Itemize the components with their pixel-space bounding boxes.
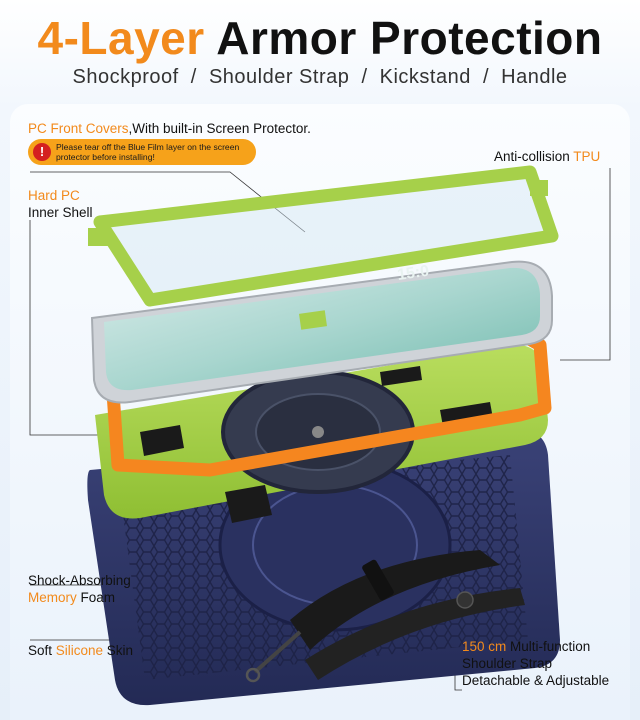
shock-line1: Shock-Absorbing (28, 573, 131, 588)
front-cover-frame (88, 165, 559, 330)
soft-rest2: Skin (103, 643, 134, 658)
strap-label: 150 cm Multi-function Shoulder Strap Det… (462, 638, 609, 689)
title-accent: 4-Layer (37, 12, 205, 64)
hard-pc-label: Hard PC Inner Shell (28, 187, 93, 221)
strap-rest: Multi-function (506, 639, 591, 654)
silicone-skin-label: Soft Silicone Skin (28, 642, 133, 659)
front-covers-accent: PC Front Covers (28, 121, 129, 136)
soft-rest1: Soft (28, 643, 56, 658)
hard-pc-accent: Hard PC (28, 188, 80, 203)
hard-pc-rest: Inner Shell (28, 205, 93, 220)
strap-line3: Detachable & Adjustable (462, 673, 610, 688)
strap-line2: Shoulder Strap (462, 656, 553, 671)
page-subtitle: Shockproof / Shoulder Strap / Kickstand … (72, 66, 568, 88)
anti-collision-accent: TPU (573, 149, 601, 164)
tablet-clock: 15:0 (396, 263, 430, 284)
shock-foam-label: Shock-Absorbing Memory Foam (28, 572, 131, 606)
exclamation-icon: ! (33, 143, 51, 161)
anti-collision-rest: Anti-collision (494, 149, 574, 164)
clock-text: 15:0 (396, 263, 430, 284)
strap-accent: 150 cm (462, 639, 507, 654)
shoulder-strap (245, 550, 525, 683)
shock-accent: Memory (28, 590, 77, 605)
soft-accent: Silicone (55, 643, 104, 658)
tablet-device: 15:0 (90, 260, 553, 404)
warning-text: Please tear off the Blue Film layer on t… (56, 142, 240, 162)
front-covers-rest: ,With built-in Screen Protector. (128, 121, 311, 136)
shock-rest: Foam (76, 590, 116, 605)
title-rest: Armor Protection (204, 12, 603, 64)
anti-collision-label: Anti-collision TPU (494, 148, 600, 165)
page-title: 4-Layer Armor Protection (0, 12, 640, 64)
front-covers-label: PC Front Covers,With built-in Screen Pro… (28, 120, 311, 137)
warning-banner: ! Please tear off the Blue Film layer on… (28, 139, 256, 165)
